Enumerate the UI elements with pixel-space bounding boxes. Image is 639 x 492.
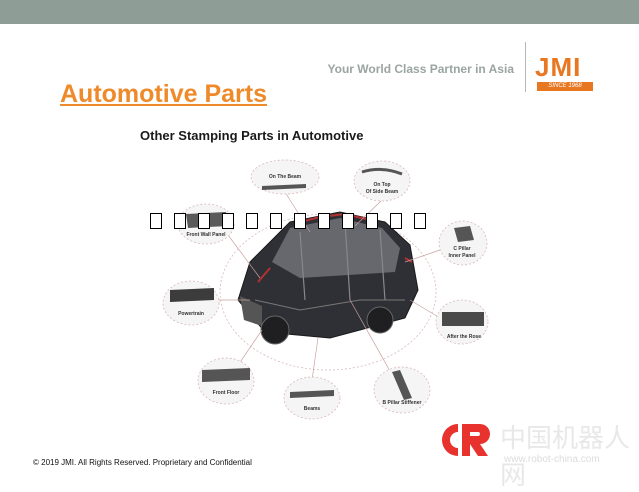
part-label: On Top	[373, 182, 390, 188]
powertrain-part-icon	[170, 288, 214, 302]
rear-wheel	[366, 306, 394, 334]
part-label: Beams	[304, 406, 321, 412]
missing-glyph-box	[318, 213, 330, 229]
beam-part-icon	[262, 184, 306, 190]
figure-title: Other Stamping Parts in Automotive	[140, 128, 364, 143]
stamping-parts-diagram: On The Beam On Top Of Side Beam Front Wa…	[162, 159, 489, 420]
part-label-line2: Of Side Beam	[366, 189, 399, 195]
missing-glyph-box	[366, 213, 378, 229]
missing-glyph-box	[150, 213, 162, 229]
beams-part-icon	[290, 390, 334, 398]
missing-glyph-box	[222, 213, 234, 229]
part-label: C Pillar	[453, 246, 470, 252]
missing-glyph-row	[150, 213, 426, 229]
missing-glyph-box	[390, 213, 402, 229]
front-wheel	[260, 315, 290, 345]
missing-glyph-box	[198, 213, 210, 229]
leader-lines	[215, 191, 441, 381]
watermark: 中国机器人网 www.robot-china.com	[428, 418, 638, 491]
missing-glyph-box	[174, 213, 186, 229]
missing-glyph-box	[246, 213, 258, 229]
missing-glyph-box	[270, 213, 282, 229]
part-label: After the Rose	[447, 334, 481, 340]
top-bar	[0, 0, 639, 24]
company-tagline: Your World Class Partner in Asia	[327, 62, 515, 76]
page-title: Automotive Parts	[60, 80, 267, 108]
front-floor-part-icon	[202, 368, 250, 382]
b-pillar-part-icon	[392, 370, 412, 400]
part-label: On The Beam	[269, 174, 302, 180]
logo-brand: JMI	[535, 52, 582, 82]
part-callout-front-floor: Front Floor	[197, 357, 255, 405]
side-beam-part-icon	[361, 167, 403, 176]
logo-since: SINCE 1968	[537, 82, 593, 91]
part-label: Powertrain	[178, 311, 204, 317]
part-label-line2: Inner Panel	[449, 253, 477, 259]
part-label: B Pillar Stiffener	[383, 400, 422, 406]
c-pillar-part-icon	[454, 226, 474, 242]
part-callout-beams: Beams	[283, 376, 341, 420]
copyright-footer: © 2019 JMI. All Rights Reserved. Proprie…	[33, 458, 252, 467]
part-callout-on-top-of-side-beam: On Top Of Side Beam	[353, 160, 411, 202]
missing-glyph-box	[294, 213, 306, 229]
part-callout-b-pillar-stiffener: B Pillar Stiffener	[373, 366, 431, 414]
part-callout-on-the-beam: On The Beam	[250, 159, 320, 195]
part-callout-after-the-rose: After the Rose	[435, 299, 489, 345]
part-label: Front Wall Panel	[187, 232, 227, 238]
missing-glyph-box	[414, 213, 426, 229]
part-callout-c-pillar-inner-panel: C Pillar Inner Panel	[438, 220, 488, 266]
part-label: Front Floor	[213, 390, 240, 396]
part-callout-powertrain: Powertrain	[162, 280, 220, 326]
rose-part-icon	[442, 312, 484, 326]
missing-glyph-box	[342, 213, 354, 229]
car-body	[237, 211, 419, 345]
jmi-logo: JMI SINCE 1968	[533, 52, 597, 92]
header-divider	[525, 42, 526, 92]
watermark-logo-icon	[442, 424, 490, 456]
watermark-url: www.robot-china.com	[504, 454, 600, 465]
